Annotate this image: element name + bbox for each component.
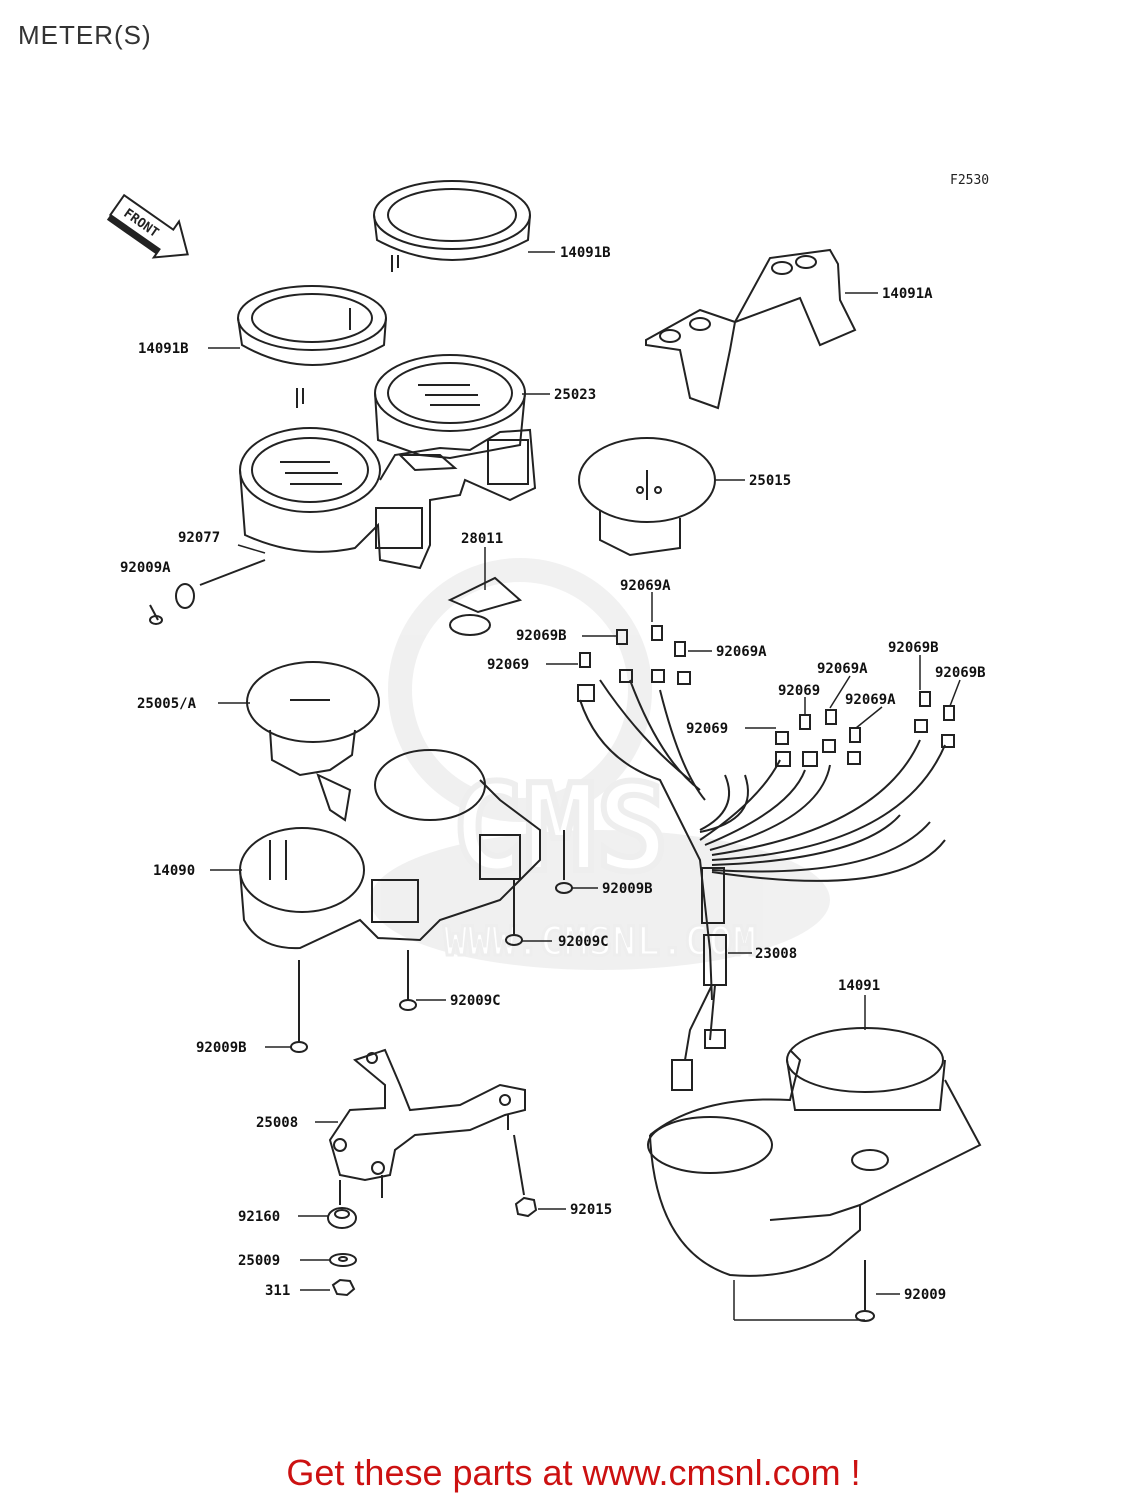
- part-label: 14091: [838, 978, 880, 994]
- part-28011: [447, 576, 523, 636]
- part-label: 92009C: [558, 934, 609, 950]
- lower-cover-14091: [647, 1027, 982, 1277]
- part-label: 92009B: [196, 1040, 247, 1056]
- part-label: 28011: [461, 531, 503, 547]
- part-label: 25023: [554, 387, 596, 403]
- dial-25015: [578, 437, 716, 557]
- page-title: METER(S): [18, 20, 152, 50]
- part-label: 92069B: [516, 628, 567, 644]
- watermark-text: CMS: [452, 760, 669, 899]
- part-label: 14091B: [560, 245, 611, 261]
- screw-92009C-upper: [505, 880, 523, 946]
- part-label: 92069B: [935, 665, 986, 681]
- part-label: 92069A: [620, 578, 671, 594]
- part-label: 92069: [487, 657, 529, 673]
- part-label: 92015: [570, 1202, 612, 1218]
- bracket-25008: [328, 1048, 526, 1198]
- part-label: 14090: [153, 863, 195, 879]
- top-cover: [645, 248, 857, 410]
- washer-25009: [329, 1253, 357, 1267]
- meter-housing-assembly: [239, 427, 537, 570]
- part-label: 92069: [778, 683, 820, 699]
- part-label: 25008: [256, 1115, 298, 1131]
- part-label: 14091A: [882, 286, 933, 302]
- meter-25023: [374, 354, 526, 460]
- wiring-harness-23008: [577, 625, 955, 1091]
- watermark: CMS WWW.CMSNL.COM: [370, 558, 830, 970]
- part-label: 92069A: [716, 644, 767, 660]
- part-label: 14091B: [138, 341, 189, 357]
- screw-92009B-lower: [290, 960, 308, 1053]
- part-label: 25005/A: [137, 696, 197, 712]
- part-label: 92009C: [450, 993, 501, 1009]
- front-arrow-icon: FRONT: [106, 193, 189, 259]
- dial-25005: [246, 661, 380, 822]
- nut-92160: [327, 1180, 357, 1229]
- screw-92009: [855, 1260, 875, 1322]
- part-label: 92069A: [845, 692, 896, 708]
- screw-92009C-lower: [399, 950, 417, 1011]
- part-label: 25015: [749, 473, 791, 489]
- part-label: 92009A: [120, 560, 171, 576]
- part-label: 92069A: [817, 661, 868, 677]
- part-label: 311: [265, 1283, 290, 1299]
- promo-link[interactable]: Get these parts at www.cmsnl.com !: [286, 1452, 861, 1493]
- part-label: 23008: [755, 946, 797, 962]
- part-label: 25009: [238, 1253, 280, 1269]
- part-label: 92069B: [888, 640, 939, 656]
- screw-92009A: [149, 604, 163, 625]
- nut-92015: [513, 1134, 538, 1218]
- lower-bezel-ring: [237, 285, 387, 408]
- part-label: 92077: [178, 530, 220, 546]
- part-label: 92069: [686, 721, 728, 737]
- nut-311: [331, 1278, 356, 1297]
- part-label: 92160: [238, 1209, 280, 1225]
- leader-lines: [208, 251, 961, 1321]
- part-label: 92009: [904, 1287, 946, 1303]
- figure-code: F2530: [950, 173, 989, 188]
- screw-92077: [175, 559, 266, 609]
- part-label: 92009B: [602, 881, 653, 897]
- upper-bezel-ring: [373, 180, 531, 272]
